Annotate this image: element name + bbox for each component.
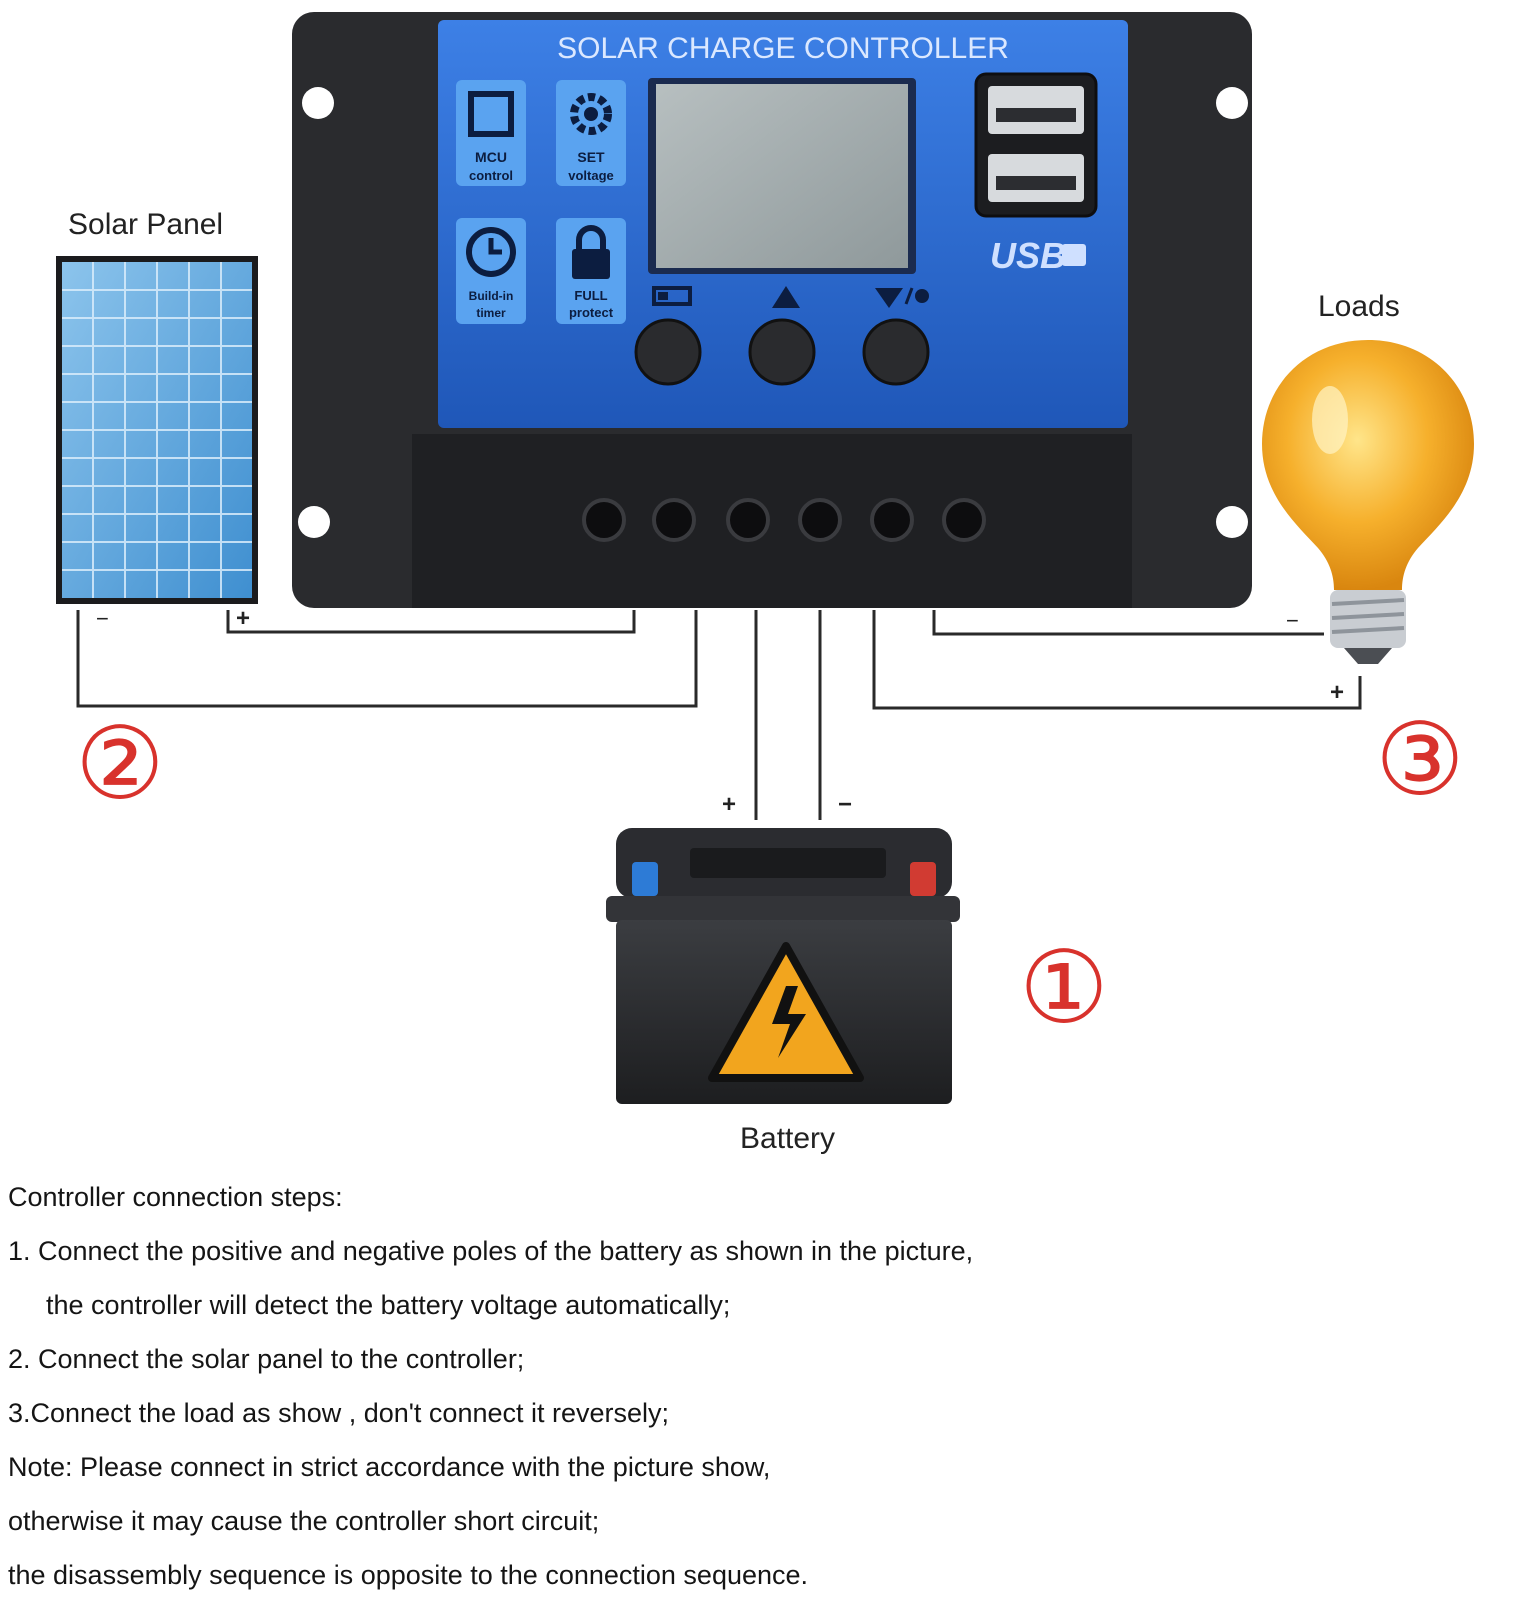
- instruction-line: 3.Connect the load as show , don't conne…: [8, 1398, 670, 1428]
- step-badge-1: ①: [1019, 929, 1109, 1046]
- svg-text:timer: timer: [476, 306, 506, 320]
- feature-full-protect: FULL protect: [556, 218, 626, 324]
- warning-icon: [708, 942, 864, 1082]
- down-arrow-icon: [875, 288, 903, 308]
- battery: [606, 828, 960, 1104]
- solar-positive-wire: [226, 610, 636, 634]
- svg-text:MCU: MCU: [475, 149, 507, 165]
- mount-hole-icon: [302, 87, 334, 119]
- light-bulb-icon: [1262, 340, 1474, 664]
- mount-hole-icon: [1216, 506, 1248, 538]
- battery-label: Battery: [740, 1122, 835, 1155]
- solar-panel: [56, 256, 258, 604]
- lcd-screen: [656, 84, 908, 268]
- usb-icon: [1062, 244, 1086, 266]
- instruction-line: 2. Connect the solar panel to the contro…: [8, 1344, 525, 1374]
- solar-plus-mark: +: [236, 605, 250, 632]
- terminal-screw: [582, 498, 626, 542]
- load-positive-wire: [872, 610, 1362, 710]
- svg-text:FULL: FULL: [574, 288, 607, 303]
- instruction-line: otherwise it may cause the controller sh…: [8, 1506, 600, 1536]
- instruction-line: the controller will detect the battery v…: [46, 1290, 731, 1320]
- svg-text:SET: SET: [577, 149, 605, 165]
- feature-set-voltage: SET voltage: [556, 80, 626, 186]
- usb-ports: [974, 72, 1098, 218]
- load-plus-mark: +: [1330, 679, 1344, 706]
- instruction-line: the disassembly sequence is opposite to …: [8, 1560, 809, 1590]
- mount-hole-icon: [298, 506, 330, 538]
- solar-panel-label: Solar Panel: [68, 208, 223, 241]
- down-button[interactable]: [862, 318, 930, 386]
- menu-icon: [652, 286, 692, 306]
- feature-timer: Build-in timer: [456, 218, 526, 324]
- controller-title: SOLAR CHARGE CONTROLLER: [557, 32, 1009, 65]
- svg-text:voltage: voltage: [568, 168, 614, 183]
- usb-label: USB: [990, 235, 1066, 276]
- terminals: [582, 498, 986, 542]
- battery-terminal-negative: [632, 862, 658, 896]
- up-button[interactable]: [748, 318, 816, 386]
- charge-controller: SOLAR CHARGE CONTROLLER MCU control SET …: [292, 12, 1252, 608]
- load-negative-wire: [932, 610, 1324, 636]
- battery-minus-mark: −: [838, 791, 852, 818]
- gear-icon: [570, 93, 612, 135]
- terminal-screw: [652, 498, 696, 542]
- solar-negative-wire: [76, 610, 698, 708]
- svg-text:Build-in: Build-in: [469, 289, 514, 303]
- instructions-heading: Controller connection steps:: [8, 1182, 343, 1212]
- wires: [76, 610, 1362, 820]
- connection-instructions: Controller connection steps: 1. Connect …: [8, 1170, 1488, 1602]
- mount-hole-icon: [1216, 87, 1248, 119]
- battery-plus-mark: +: [722, 791, 736, 818]
- feature-mcu: MCU control: [456, 80, 526, 186]
- svg-text:protect: protect: [569, 305, 614, 320]
- loads-label: Loads: [1318, 290, 1400, 323]
- load-minus-mark: −: [1286, 608, 1299, 633]
- terminal-screw: [870, 498, 914, 542]
- terminal-screw: [942, 498, 986, 542]
- step-badge-3: ③: [1375, 701, 1465, 818]
- terminal-screw: [798, 498, 842, 542]
- light-icon: [915, 289, 929, 303]
- menu-button[interactable]: [634, 318, 702, 386]
- up-arrow-icon: [772, 286, 800, 308]
- battery-terminal-positive: [910, 862, 936, 896]
- svg-text:control: control: [469, 168, 513, 183]
- chip-icon: [468, 91, 514, 137]
- terminal-screw: [726, 498, 770, 542]
- instruction-line: Note: Please connect in strict accordanc…: [8, 1452, 771, 1482]
- step-badge-2: ②: [75, 705, 165, 822]
- clock-icon: [466, 227, 516, 277]
- solar-minus-mark: −: [96, 606, 109, 631]
- wiring-diagram: SOLAR CHARGE CONTROLLER MCU control SET …: [56, 12, 1474, 1155]
- instruction-line: 1. Connect the positive and negative pol…: [8, 1236, 974, 1266]
- slash-divider: [904, 287, 914, 305]
- lock-icon: [572, 225, 610, 279]
- terminal-block: [412, 434, 1132, 608]
